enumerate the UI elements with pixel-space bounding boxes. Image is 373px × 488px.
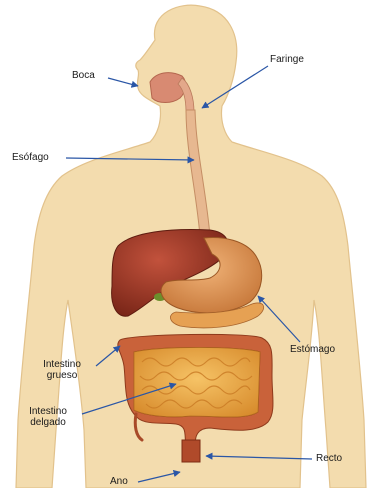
leader-boca	[108, 78, 138, 86]
label-recto: Recto	[316, 453, 342, 464]
label-boca: Boca	[72, 70, 95, 81]
label-intestino-delgado-line1: Intestino	[16, 406, 80, 417]
label-intestino-grueso: Intestino grueso	[30, 359, 94, 381]
oral-cavity	[150, 73, 186, 103]
label-intestino-delgado-line2: delgado	[16, 417, 80, 428]
rectum	[182, 440, 200, 462]
label-ano: Ano	[110, 476, 128, 487]
label-intestino-delgado: Intestino delgado	[16, 406, 80, 428]
label-faringe: Faringe	[270, 54, 304, 65]
label-estomago: Estómago	[290, 344, 335, 355]
label-intestino-grueso-line1: Intestino	[30, 359, 94, 370]
label-intestino-grueso-line2: grueso	[30, 370, 94, 381]
label-esofago: Esófago	[12, 152, 49, 163]
